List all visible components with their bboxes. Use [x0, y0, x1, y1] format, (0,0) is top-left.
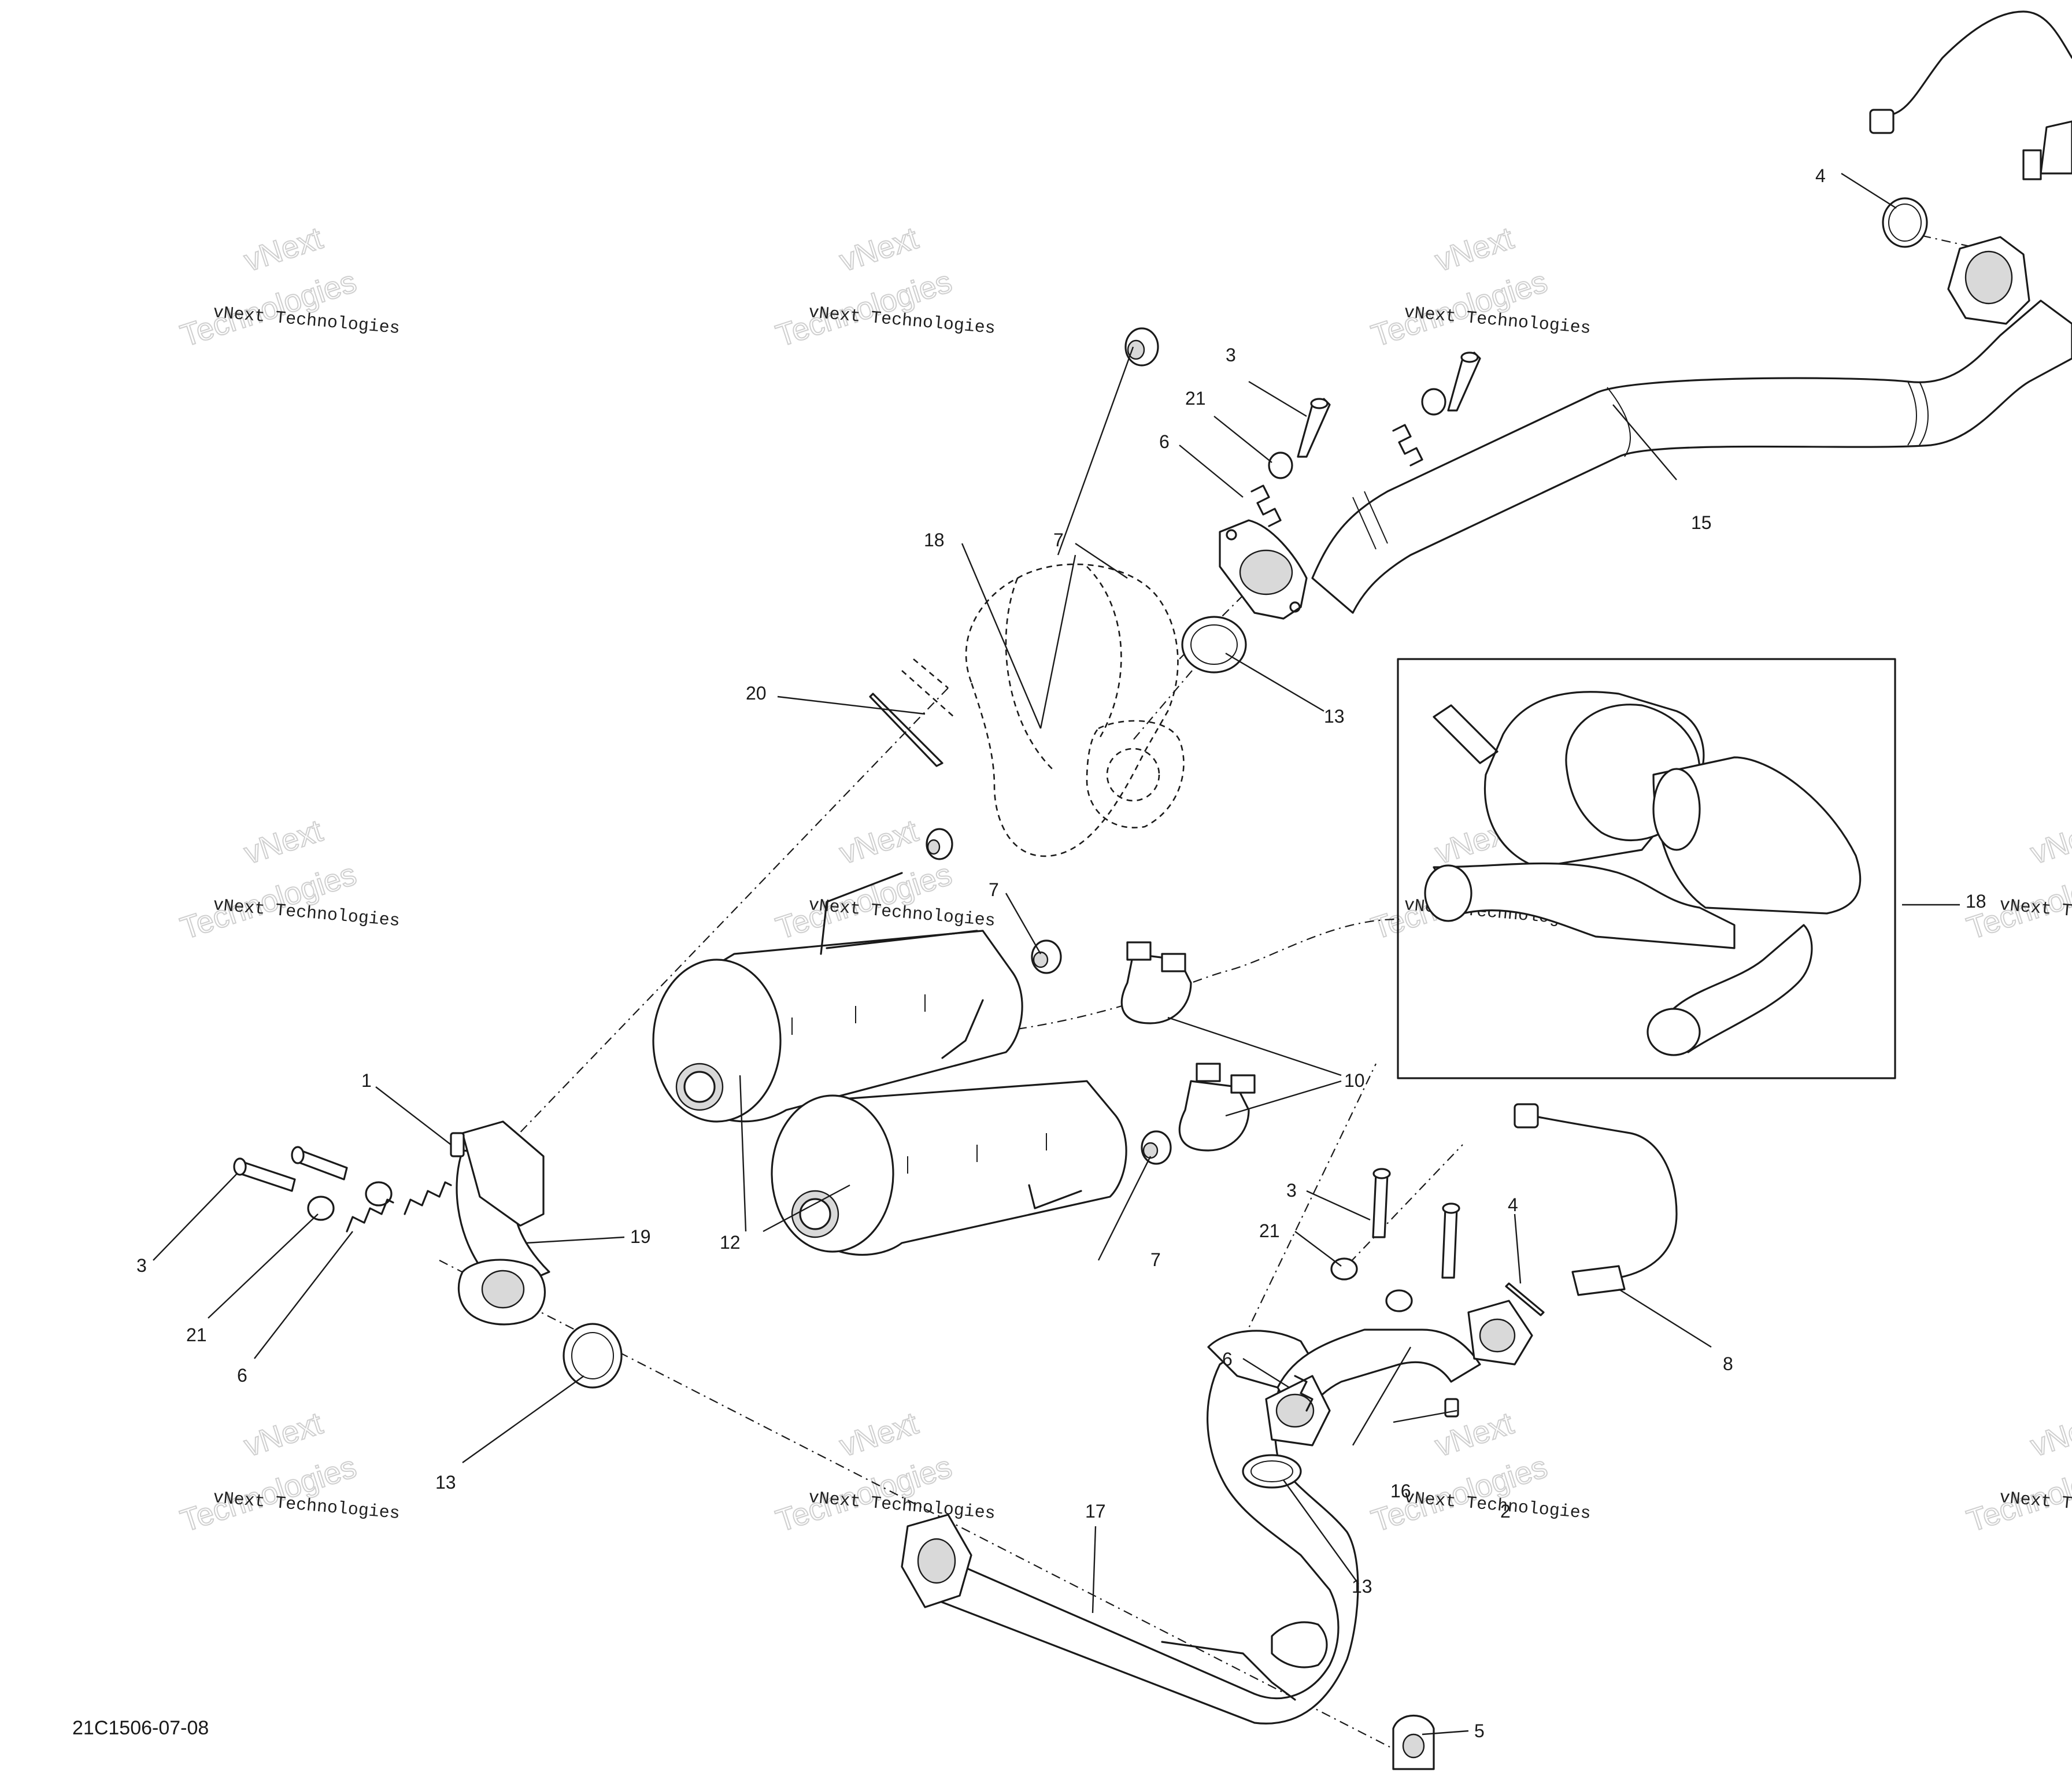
callout-4-rear: 4 — [1508, 1194, 1518, 1215]
callout-19: 19 — [630, 1226, 651, 1247]
svg-text:vNext: vNext — [835, 221, 922, 279]
watermark: vNext Technologies vNext Technologies — [1367, 1405, 1592, 1540]
callout-15: 15 — [1691, 512, 1712, 533]
washer-left-2 — [365, 1181, 393, 1207]
grommet-mid-top — [926, 828, 953, 860]
callout-1: 1 — [361, 1070, 372, 1091]
callout-6-top: 6 — [1159, 431, 1170, 452]
grommet-mid-lower — [1141, 1130, 1172, 1165]
gasket-ring-top — [1882, 197, 1928, 248]
watermark: vNext Technologies vNext Technologies — [176, 220, 401, 354]
callout-21-rear: 21 — [1259, 1220, 1280, 1241]
callout-4-top: 4 — [1815, 165, 1826, 186]
callout-3-rear: 3 — [1286, 1180, 1297, 1201]
rear-header-pipe — [901, 1330, 1359, 1725]
bolt-left-2 — [291, 1146, 348, 1181]
watermark: vNext Technologies vNext Technologies — [1367, 220, 1592, 354]
gasket-left — [563, 1323, 623, 1389]
bolt-rear-2 — [1441, 1202, 1460, 1279]
leader-lines — [153, 172, 1960, 1736]
callout-3-top: 3 — [1226, 345, 1236, 365]
gasket-strip-rear — [1505, 1282, 1545, 1316]
silencer-upper — [652, 872, 1023, 1123]
washer-left — [307, 1196, 335, 1221]
svg-text:vNext: vNext — [2026, 813, 2072, 871]
inset-assembly-view — [1397, 658, 1896, 1079]
watermark: vNext Technologies vNext Technologies — [1962, 1405, 2072, 1540]
watermark: vNext Technologies vNext Technologies — [176, 813, 401, 947]
svg-text:vNext: vNext — [240, 1406, 327, 1464]
svg-text:vNext: vNext — [2026, 1406, 2072, 1464]
grommet-mid-upper — [1031, 939, 1062, 974]
callout-21-top: 21 — [1185, 388, 1206, 409]
muffler-hidden — [901, 563, 1185, 857]
svg-text:vNext: vNext — [1431, 221, 1518, 279]
svg-text:vNext: vNext — [835, 1406, 922, 1464]
oxygen-sensor-rear — [1514, 1103, 1678, 1296]
callout-13-left: 13 — [435, 1472, 456, 1493]
stud-left — [450, 1132, 465, 1157]
callout-12: 12 — [720, 1232, 741, 1253]
callout-6-left: 6 — [237, 1365, 247, 1386]
callout-7-top: 7 — [1053, 530, 1064, 550]
washer-top-2 — [1421, 388, 1446, 416]
callout-17: 17 — [1085, 1501, 1106, 1522]
callout-10: 10 — [1344, 1070, 1365, 1091]
heat-shield-strip — [869, 693, 944, 767]
silencer-lower — [771, 1080, 1127, 1256]
rubber-hanger — [1392, 1715, 1435, 1770]
bolt-top-2 — [1447, 352, 1481, 412]
svg-text:vNext: vNext — [1431, 1406, 1518, 1464]
spring-top — [1250, 424, 1423, 527]
callout-13-top: 13 — [1324, 706, 1345, 727]
left-elbow-pipe — [456, 1120, 550, 1326]
callout-18-top: 18 — [924, 530, 945, 550]
washer-top — [1268, 452, 1293, 479]
washer-rear-2 — [1385, 1289, 1413, 1312]
watermark: vNext Technologies vNext Technologies — [771, 1405, 996, 1540]
grommet-top — [1124, 327, 1159, 367]
clamp-lower — [1178, 1063, 1256, 1152]
watermark: vNext Technologies vNext Technologies — [771, 220, 996, 354]
svg-text:vNext: vNext — [835, 813, 922, 871]
gasket-top — [1181, 616, 1247, 674]
callout-7-lower: 7 — [1150, 1249, 1161, 1270]
callout-18-inset: 18 — [1966, 891, 1986, 912]
gasket-rear — [1242, 1454, 1302, 1489]
callout-6-rear: 6 — [1222, 1349, 1233, 1370]
callout-7-mid: 7 — [989, 879, 999, 900]
callout-2: 2 — [1500, 1501, 1511, 1522]
svg-text:vNext: vNext — [240, 813, 327, 871]
bolt-top — [1297, 398, 1331, 458]
callout-labels: 3 21 6 7 18 13 15 4 20 18 7 10 12 1 19 3… — [136, 165, 1986, 1741]
drawing-code: 21C1506-07-08 — [72, 1717, 209, 1739]
callout-8: 8 — [1723, 1353, 1733, 1374]
rear-elbow-pipe — [1265, 1300, 1533, 1446]
watermark: vNext Technologies vNext Technologies — [1962, 813, 2072, 947]
stud-rear — [1444, 1398, 1459, 1418]
watermark: vNext Technologies vNext Technologies — [176, 1405, 401, 1540]
front-header-pipe — [1219, 10, 2072, 620]
callout-13-rear: 13 — [1352, 1576, 1372, 1597]
callout-16: 16 — [1390, 1481, 1411, 1501]
spring-left — [346, 1181, 452, 1233]
clamp-upper — [1120, 941, 1192, 1024]
callout-20: 20 — [746, 683, 767, 704]
bolt-rear-1 — [1372, 1168, 1391, 1238]
callout-21-left: 21 — [186, 1324, 207, 1345]
callout-3-left: 3 — [136, 1255, 147, 1276]
svg-text:vNext: vNext — [240, 221, 327, 279]
bolt-left-1 — [233, 1157, 296, 1192]
callout-5: 5 — [1474, 1720, 1485, 1741]
